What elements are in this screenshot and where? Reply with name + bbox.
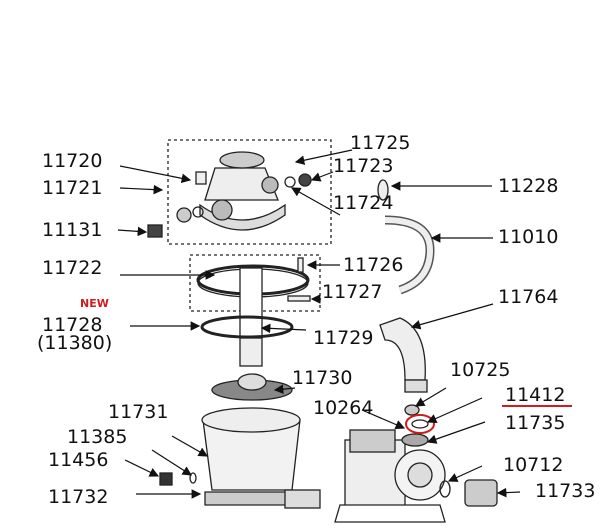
red-underline xyxy=(502,405,572,407)
part-label-11724: 11724 xyxy=(333,192,394,214)
clamp-group-box xyxy=(189,254,321,312)
part-label-11735: 11735 xyxy=(505,412,566,434)
part-label-11228: 11228 xyxy=(498,175,559,197)
part-label-11380: (11380) xyxy=(37,332,113,354)
valve-group-box xyxy=(167,139,332,245)
part-label-10264: 10264 xyxy=(313,397,374,419)
part-label-11728: 11728 xyxy=(42,314,103,336)
part-label-11727: 11727 xyxy=(322,281,383,303)
o-ring xyxy=(200,315,294,339)
part-label-11456: 11456 xyxy=(48,449,109,471)
leader-arrows xyxy=(117,149,521,499)
part-label-11722: 11722 xyxy=(42,257,103,279)
part-label-11725: 11725 xyxy=(350,132,411,154)
part-label-11732: 11732 xyxy=(48,486,109,508)
part-label-11726: 11726 xyxy=(343,254,404,276)
new-badge: NEW xyxy=(80,297,109,310)
multiport-valve xyxy=(199,151,286,231)
pump xyxy=(334,429,446,523)
part-label-11764: 11764 xyxy=(498,286,559,308)
part-label-11720: 11720 xyxy=(42,150,103,172)
part-label-11731: 11731 xyxy=(108,401,169,423)
part-label-10712: 10712 xyxy=(503,454,564,476)
part-label-11131: 11131 xyxy=(42,219,103,241)
part-label-11385: 11385 xyxy=(67,426,128,448)
part-label-11723: 11723 xyxy=(333,155,394,177)
highlight-circle xyxy=(405,414,435,434)
elbow xyxy=(379,317,426,381)
part-label-10725: 10725 xyxy=(450,359,511,381)
part-label-11721: 11721 xyxy=(42,177,103,199)
part-label-11412: 11412 xyxy=(505,384,566,406)
part-label-11733: 11733 xyxy=(535,480,596,502)
part-label-11730: 11730 xyxy=(292,367,353,389)
part-label-11729: 11729 xyxy=(313,327,374,349)
part-label-11010: 11010 xyxy=(498,226,559,248)
center-pipe xyxy=(239,267,263,339)
